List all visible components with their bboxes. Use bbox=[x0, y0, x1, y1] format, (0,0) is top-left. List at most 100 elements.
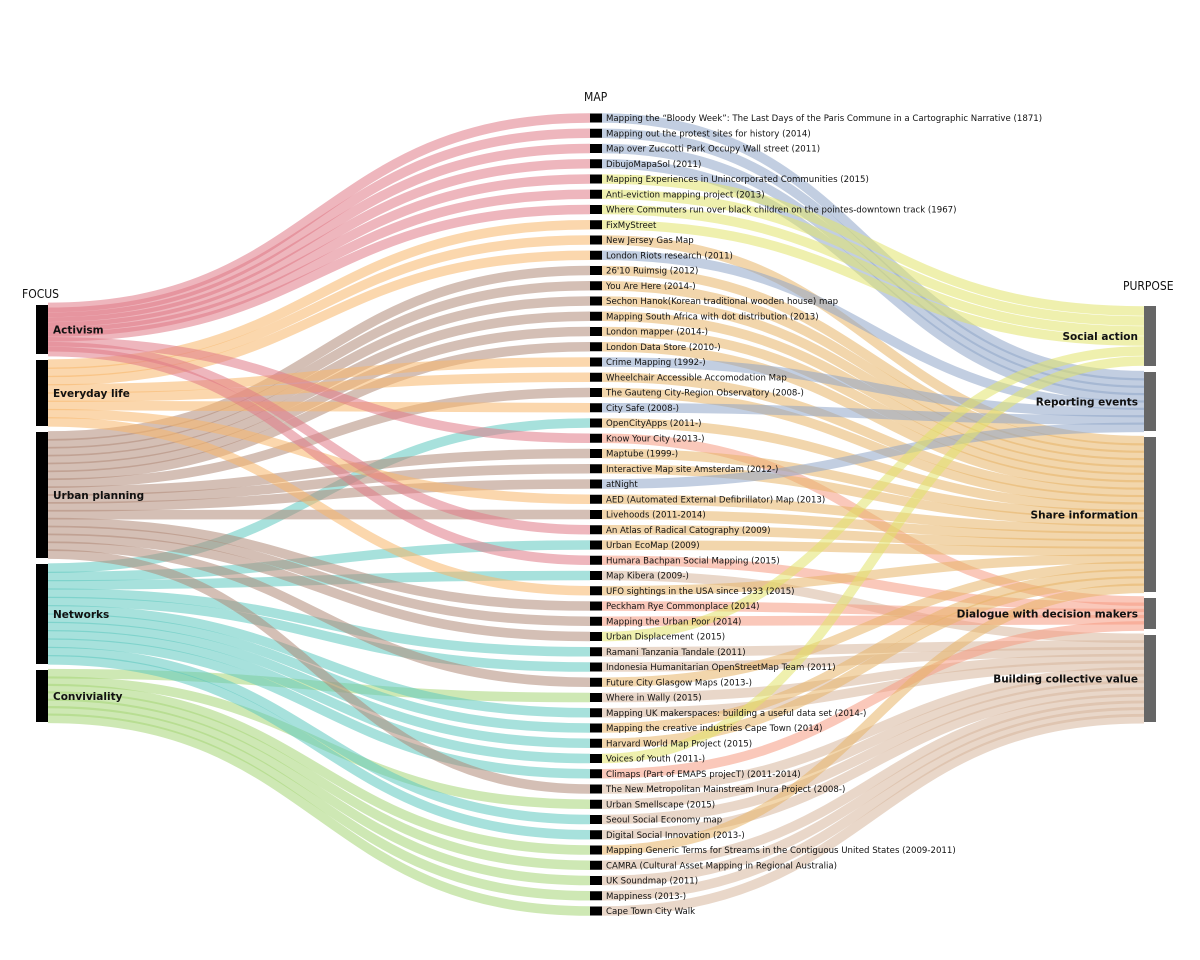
map-node-43 bbox=[590, 754, 602, 763]
map-label-41: Mapping the creative industries Cape Tow… bbox=[606, 724, 823, 734]
link-map-38-to-share bbox=[601, 561, 1145, 688]
map-label-38: Future City Glasgow Maps (2013-) bbox=[606, 678, 752, 688]
map-node-22 bbox=[590, 433, 602, 443]
map-label-18: Wheelchair Accessible Accomodation Map bbox=[606, 373, 787, 383]
focus-node-urban-planning bbox=[36, 432, 48, 558]
map-node-18 bbox=[590, 372, 602, 382]
focus-node-networks bbox=[36, 564, 48, 664]
map-node-47 bbox=[590, 815, 602, 824]
link-map-46-to-building bbox=[601, 673, 1145, 810]
map-node-52 bbox=[590, 891, 602, 901]
purpose-label-social-action: Social action bbox=[1062, 331, 1138, 343]
map-node-23 bbox=[590, 449, 602, 458]
link-map-52-to-building bbox=[601, 707, 1145, 901]
link-conviviality-to-map-50 bbox=[47, 691, 591, 871]
focus-heading: FOCUS bbox=[22, 287, 60, 301]
focus-node-activism bbox=[36, 305, 48, 354]
map-node-42 bbox=[590, 738, 602, 748]
map-label-22: Know Your City (2013-) bbox=[606, 434, 704, 444]
map-label-34: Mapping the Urban Poor (2014) bbox=[606, 617, 741, 627]
map-label-12: You Are Here (2014-) bbox=[605, 282, 696, 292]
link-conviviality-to-map-49 bbox=[47, 683, 591, 855]
map-label-48: Digital Social Innovation (2013-) bbox=[606, 831, 745, 841]
map-label-3: Map over Zuccotti Park Occupy Wall stree… bbox=[606, 145, 820, 155]
link-map-11-to-share bbox=[601, 265, 1145, 453]
link-map-43-to-social bbox=[601, 356, 1145, 764]
map-node-14 bbox=[590, 311, 602, 321]
link-map-40-to-building bbox=[601, 660, 1145, 718]
link-everyday-to-map-32 bbox=[47, 417, 591, 596]
map-node-34 bbox=[590, 616, 602, 626]
link-urban-to-map-24 bbox=[47, 463, 591, 504]
link-networks-to-map-42 bbox=[47, 621, 591, 749]
map-node-46 bbox=[590, 799, 602, 809]
map-label-42: Harvard World Map Project (2015) bbox=[606, 739, 752, 749]
link-map-50-to-building bbox=[601, 693, 1145, 871]
link-conviviality-to-map-51 bbox=[47, 698, 591, 886]
map-heading: MAP bbox=[584, 90, 608, 104]
link-map-21-to-share bbox=[601, 418, 1145, 512]
link-map-27-to-share bbox=[601, 509, 1145, 542]
link-activism-to-map-28 bbox=[47, 341, 591, 535]
map-label-6: Anti-eviction mapping project (2013) bbox=[606, 190, 765, 200]
map-label-7: Where Commuters run over black children … bbox=[606, 206, 957, 216]
link-map-18-to-share bbox=[601, 372, 1145, 498]
map-label-39: Where in Wally (2015) bbox=[606, 694, 702, 704]
link-urban-to-map-33 bbox=[47, 517, 591, 611]
link-map-39-to-building bbox=[601, 653, 1145, 703]
map-label-26: AED (Automated External Defibrillator) M… bbox=[606, 495, 825, 505]
map-label-4: DibujoMapaSol (2011) bbox=[606, 160, 701, 170]
map-label-31: Map Kibera (2009-) bbox=[606, 572, 689, 582]
link-map-48-to-building bbox=[601, 687, 1145, 840]
map-node-21 bbox=[590, 418, 602, 428]
map-node-17 bbox=[590, 357, 602, 367]
link-urban-to-map-25 bbox=[47, 479, 591, 512]
link-conviviality-to-map-53 bbox=[47, 713, 591, 916]
map-label-44: Climaps (Part of EMAPS projecT) (2011-20… bbox=[606, 770, 801, 780]
link-networks-to-map-43 bbox=[47, 630, 591, 764]
focus-label-everyday-life: Everyday life bbox=[53, 388, 130, 400]
link-activism-to-map-30 bbox=[47, 346, 591, 566]
link-networks-to-map-44 bbox=[47, 638, 591, 779]
purpose-node-dialogue-with-decision-makers bbox=[1144, 598, 1156, 629]
link-everyday-to-map-10 bbox=[47, 250, 591, 386]
map-label-32: UFO sightings in the USA since 1933 (201… bbox=[606, 587, 795, 597]
map-node-1 bbox=[590, 113, 602, 123]
map-node-35 bbox=[590, 632, 602, 641]
map-label-29: Urban EcoMap (2009) bbox=[606, 541, 700, 551]
map-node-37 bbox=[590, 662, 602, 672]
map-label-21: OpenCityApps (2011-) bbox=[606, 419, 701, 429]
map-label-40: Mapping UK makerspaces: building a usefu… bbox=[606, 709, 866, 719]
link-urban-to-map-38 bbox=[47, 541, 591, 688]
map-node-29 bbox=[590, 540, 602, 550]
link-map-10-to-reporting bbox=[601, 250, 1145, 410]
map-label-51: UK Soundmap (2011) bbox=[606, 877, 698, 887]
link-networks-to-map-37 bbox=[47, 596, 591, 672]
link-map-14-to-share bbox=[601, 311, 1145, 476]
link-map-20-to-reporting bbox=[601, 402, 1145, 425]
map-node-20 bbox=[590, 403, 602, 413]
map-node-40 bbox=[590, 708, 602, 718]
map-label-28: An Atlas of Radical Catography (2009) bbox=[606, 526, 770, 536]
link-activism-to-map-22 bbox=[47, 336, 591, 444]
map-label-1: Mapping the “Bloody Week”: The Last Days… bbox=[606, 114, 1042, 124]
map-node-50 bbox=[590, 860, 602, 870]
link-urban-to-map-45 bbox=[47, 549, 591, 794]
map-label-49: Mapping Generic Terms for Streams in the… bbox=[606, 846, 956, 856]
link-map-7-to-social bbox=[601, 204, 1145, 336]
link-activism-to-map-5 bbox=[47, 174, 591, 332]
map-node-48 bbox=[590, 830, 602, 840]
map-label-19: The Gauteng City-Region Observatory (200… bbox=[605, 389, 804, 399]
map-label-2: Mapping out the protest sites for histor… bbox=[606, 129, 811, 139]
map-label-9: New Jersey Gas Map bbox=[606, 236, 694, 246]
link-urban-to-map-34 bbox=[47, 525, 591, 627]
map-node-16 bbox=[590, 342, 602, 352]
focus-label-conviviality: Conviviality bbox=[53, 691, 123, 703]
link-map-17-to-reporting bbox=[601, 357, 1145, 418]
link-map-44-to-dialogue bbox=[601, 621, 1145, 779]
map-label-25: atNight bbox=[606, 480, 638, 490]
link-map-12-to-share bbox=[601, 280, 1145, 461]
map-label-5: Mapping Experiences in Unincorporated Co… bbox=[606, 175, 869, 185]
link-urban-to-map-35 bbox=[47, 533, 591, 642]
map-node-24 bbox=[590, 464, 602, 474]
